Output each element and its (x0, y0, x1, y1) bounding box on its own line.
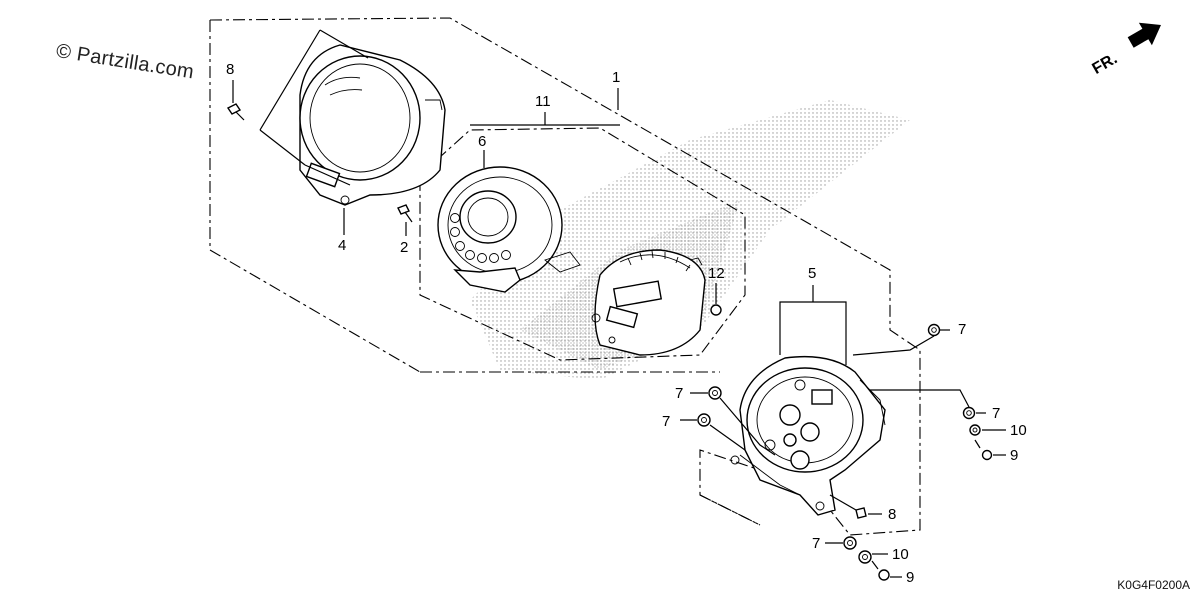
meter-lens-part-6 (437, 166, 581, 293)
leader-lines (232, 29, 1006, 578)
callout-9-bottom: 9 (906, 569, 914, 586)
assembly-11-outline (419, 127, 746, 361)
hardware (226, 103, 993, 581)
callout-10-right: 10 (1010, 422, 1027, 439)
callout-labels: 8 1 11 6 4 2 12 5 7 7 7 7 10 9 8 7 10 9 (226, 61, 1027, 586)
callout-9-right: 9 (1010, 447, 1018, 464)
callout-7-bottom: 7 (812, 535, 820, 552)
callout-7-right: 7 (992, 405, 1000, 422)
callout-7-left-lower: 7 (662, 413, 670, 430)
assembly-1-outline (209, 17, 921, 536)
callout-12: 12 (708, 265, 725, 282)
callout-7-top-right: 7 (958, 321, 966, 338)
callout-7-left-upper: 7 (675, 385, 683, 402)
callout-4: 4 (338, 237, 346, 254)
callout-10-bottom: 10 (892, 546, 909, 563)
callout-11: 11 (535, 93, 551, 110)
callout-2: 2 (400, 239, 408, 256)
callout-1: 1 (612, 69, 620, 86)
meter-housing-part-5 (730, 355, 886, 516)
callout-6: 6 (478, 133, 486, 150)
diagram-code: K0G4F0200A (1117, 578, 1190, 592)
callout-8-bottom: 8 (888, 506, 896, 523)
front-arrow-label: FR. (1090, 50, 1121, 78)
callout-8: 8 (226, 61, 234, 78)
meter-cover-part-4 (299, 44, 446, 206)
front-arrow-icon (1127, 22, 1161, 48)
callout-5: 5 (808, 265, 816, 282)
gauge-board-part-11 (591, 249, 706, 356)
